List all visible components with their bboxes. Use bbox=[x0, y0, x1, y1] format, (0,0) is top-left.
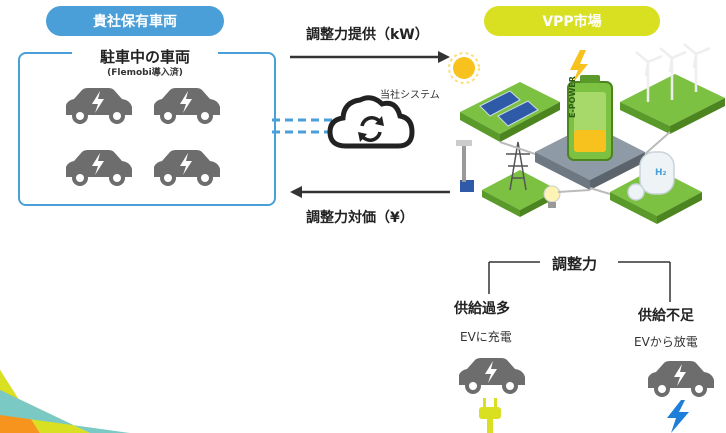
corner-decoration bbox=[0, 370, 130, 433]
dashed-connector bbox=[272, 118, 332, 134]
undersupply-title: 供給不足 bbox=[638, 308, 694, 324]
discharging-car-icon bbox=[648, 361, 714, 397]
parked-car-icon-1 bbox=[66, 88, 132, 124]
oversupply-title: 供給過多 bbox=[454, 301, 510, 317]
parked-car-icon-2 bbox=[154, 88, 220, 124]
oversupply-desc: EVに充電 bbox=[460, 330, 512, 344]
h2-label: H₂ bbox=[655, 168, 667, 178]
plug-icon bbox=[479, 398, 501, 433]
parking-box-subtitle: (Flemobi導入済) bbox=[107, 68, 183, 78]
vpp-market-pill: VPP市場 bbox=[484, 6, 660, 36]
parking-box-title-bg bbox=[72, 44, 218, 78]
company-vehicles-pill: 貴社保有車両 bbox=[46, 6, 224, 36]
cloud-label: 当社システム bbox=[380, 90, 440, 101]
charging-car-icon bbox=[459, 358, 525, 394]
adjustment-bracket bbox=[488, 261, 671, 302]
battery-label: E-POWER bbox=[568, 76, 577, 118]
vpp-illustration bbox=[448, 43, 725, 224]
adjustment-label: 調整力 bbox=[552, 255, 598, 273]
parking-box-title: 駐車中の車両 bbox=[99, 48, 190, 66]
undersupply-desc: EVから放電 bbox=[634, 335, 698, 349]
parked-car-icon-4 bbox=[154, 150, 220, 186]
cloud-sync-icon bbox=[327, 95, 415, 149]
arrow-bottom-label: 調整力対価（¥） bbox=[306, 210, 414, 226]
arrow-top-label: 調整力提供（kW） bbox=[306, 27, 429, 43]
parked-car-icon-3 bbox=[66, 150, 132, 186]
arrow-left-icon bbox=[290, 186, 450, 198]
arrow-right-icon bbox=[290, 51, 450, 63]
lightning-icon bbox=[667, 400, 689, 433]
